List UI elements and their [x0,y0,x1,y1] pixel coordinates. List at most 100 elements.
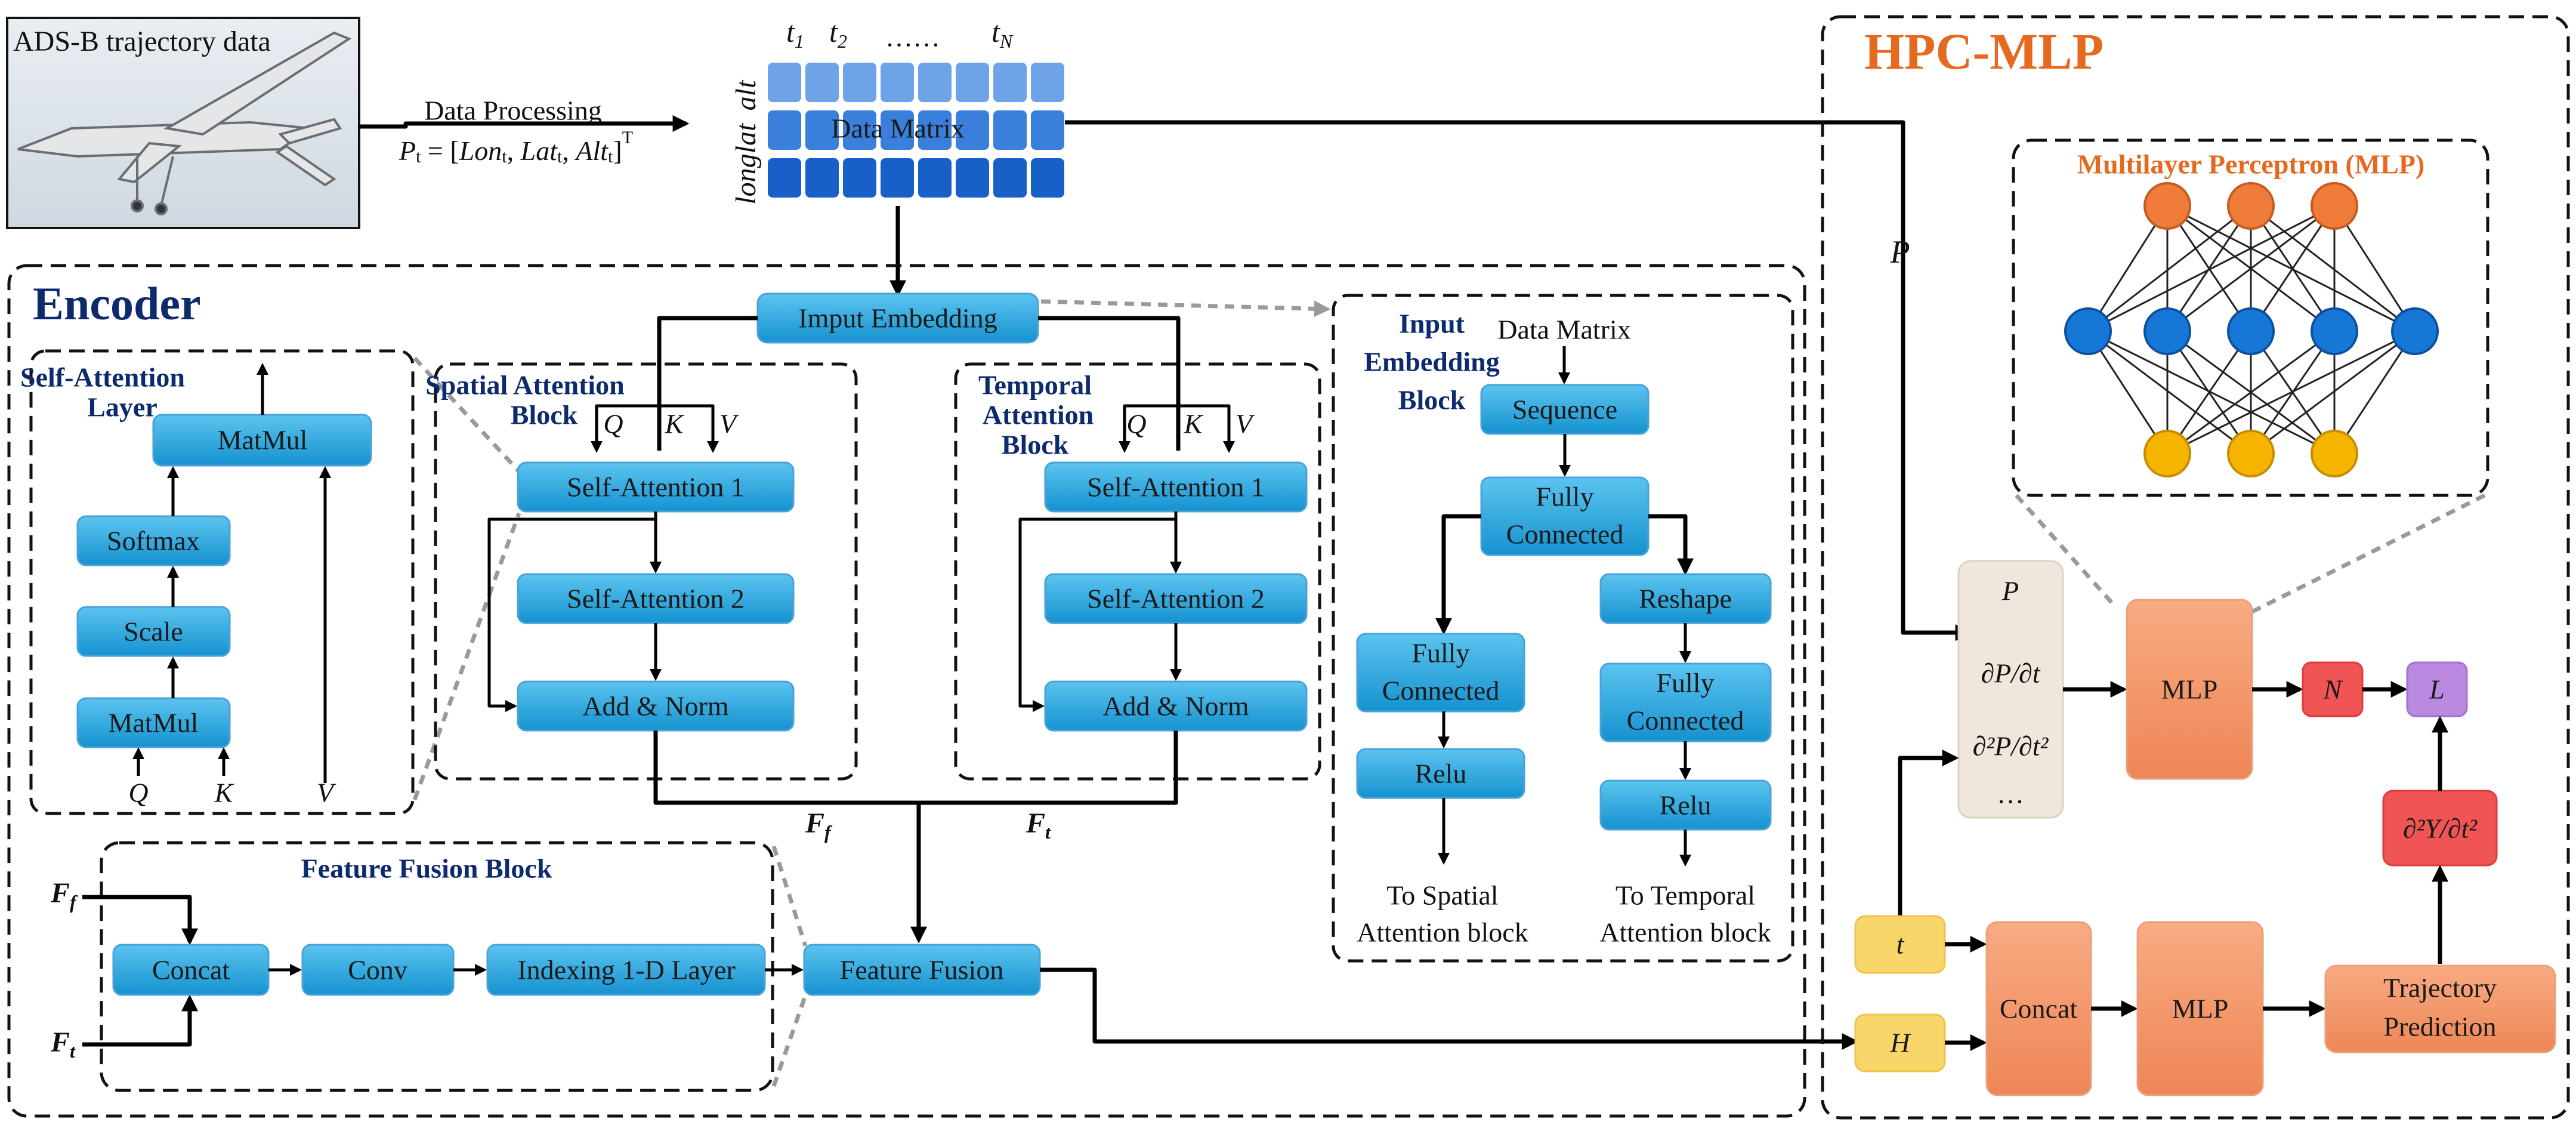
matrix-cell [768,158,801,198]
sal-softmax-label: Softmax [107,526,200,556]
mlp-edge [2333,331,2416,454]
matrix-cell [843,158,876,198]
matrix-cell [843,110,876,150]
mlp-node-output [2227,430,2275,477]
spatial-to-fusion [653,731,927,944]
matrix-cell [768,63,801,102]
encoder-title: Encoder [33,278,201,329]
emb-title-2: Embedding [1364,347,1500,377]
sal-scale-label: Scale [123,617,183,647]
fusion-arrow-ft [82,994,198,1047]
mlp-edge [2333,205,2416,332]
sal-matmul-bottom-label: MatMul [109,708,199,738]
sal-title-1: Self-Attention [20,362,185,393]
data-processing-formula: Pt = [Lont, Latt, Altt]T [399,128,633,167]
matrix-cell [956,158,989,198]
time-label-t2: t2 [829,15,847,52]
emb-relu-left-label: Relu [1415,759,1467,789]
emb-fc-left [1356,633,1525,713]
matrix-cell [956,110,989,150]
temporal-block-frame [954,362,1321,781]
mlp-node-input [2311,182,2358,230]
sal-matmul-bottom [76,697,231,748]
temporal-v-arrow [1178,404,1235,453]
matrix-cell [1031,110,1064,150]
mlp-edge [2250,330,2416,455]
spatial-v: V [719,409,739,439]
mlp-edge [2087,205,2251,332]
sal-link-top [413,356,521,473]
sal-v-label: V [317,778,336,808]
matrix-cell [918,158,952,198]
self-attention-layer-frame [29,349,415,815]
l-label: L [2429,674,2445,705]
emb-to-temporal-2: Attention block [1599,917,1771,948]
fusion-indexing-label: Indexing 1-D Layer [517,955,735,985]
matrix-cell [918,110,952,150]
ff-output-label: Ff [805,808,833,843]
emb-data-matrix-label: Data Matrix [1497,315,1631,345]
deriv-p: P [2002,576,2019,606]
mlp-link-right [2251,493,2486,614]
matrix-cell [1031,63,1064,102]
mlp-edge [2250,205,2416,332]
mlp-edge [2167,330,2335,455]
temporal-title-3: Block [1002,430,1069,460]
mlp-node-output [2143,430,2191,477]
temporal-residual [1018,517,1176,712]
row-label-lat: lat [730,122,762,153]
mlp-edge [2087,330,2251,455]
mlp-edge [2166,331,2252,454]
traj-label-2: Prediction [2383,1012,2496,1042]
sal-link-bottom [412,512,521,801]
mlp-edge [2087,205,2335,332]
temporal-addnorm-label: Add & Norm [1102,691,1249,722]
emb-title-1: Input [1399,309,1465,339]
spatial-q-arrow [591,404,659,453]
mlp-node-hidden [2064,307,2112,355]
matrix-cell [881,158,914,198]
hpc-mlp-frame [1821,15,2570,1120]
ft-output-label: Ft [1026,808,1051,843]
emb-fc-left-2: Connected [1382,676,1500,706]
data-processing-label: Data Processing [424,95,602,126]
arrow-p-to-derivatives [1065,120,1972,641]
t-label: t [1897,929,1905,960]
emb-fc-right-1: Fully [1656,668,1714,698]
mlp-link-left [2015,494,2114,605]
mlp-detail-frame [2012,138,2489,497]
embedding-to-block-link [1040,299,1331,318]
matrix-cell [993,110,1027,150]
mlp-node-input [2143,182,2191,230]
temporal-title-2: Attention [983,400,1094,430]
deriv-dp: ∂P/∂t [1981,658,2040,689]
time-label-dots: …… [885,22,940,53]
emb-to-spatial-2: Attention block [1357,917,1528,948]
sal-scale [76,606,231,657]
feature-fusion-label: Feature Fusion [840,955,1004,985]
matrix-cell [805,63,839,102]
emb-to-spatial-1: To Spatial [1386,880,1498,911]
adsb-title: ADS-B trajectory data [13,26,271,57]
drone-illustration [17,31,352,215]
spatial-v-arrow [659,404,719,453]
embedding-block-frame [1332,294,1794,963]
matrix-cell [881,110,914,150]
fusion-input-ff: Ff [50,877,78,913]
trajectory-block [2324,964,2556,1053]
hpc-mlp-title: HPC-MLP [1864,23,2104,80]
fusion-arrow-ff [82,895,198,945]
p-line-label: P [1890,234,1910,270]
fusion-title: Feature Fusion Block [301,853,552,884]
row-label-alt: alt [730,79,762,110]
mlp-node-hidden [2143,307,2191,355]
emb-fc-right-2: Connected [1627,705,1744,736]
matrix-cell [1031,158,1064,198]
emb-branch-left [1435,514,1481,635]
mlp-bottom-label: MLP [2172,994,2229,1024]
mlp-edge [2250,205,2336,332]
row-label-long: long [730,153,762,204]
mlp-node-hidden [2227,307,2275,355]
mlp-edge [2087,331,2169,454]
deriv-dots: … [1997,779,2024,809]
